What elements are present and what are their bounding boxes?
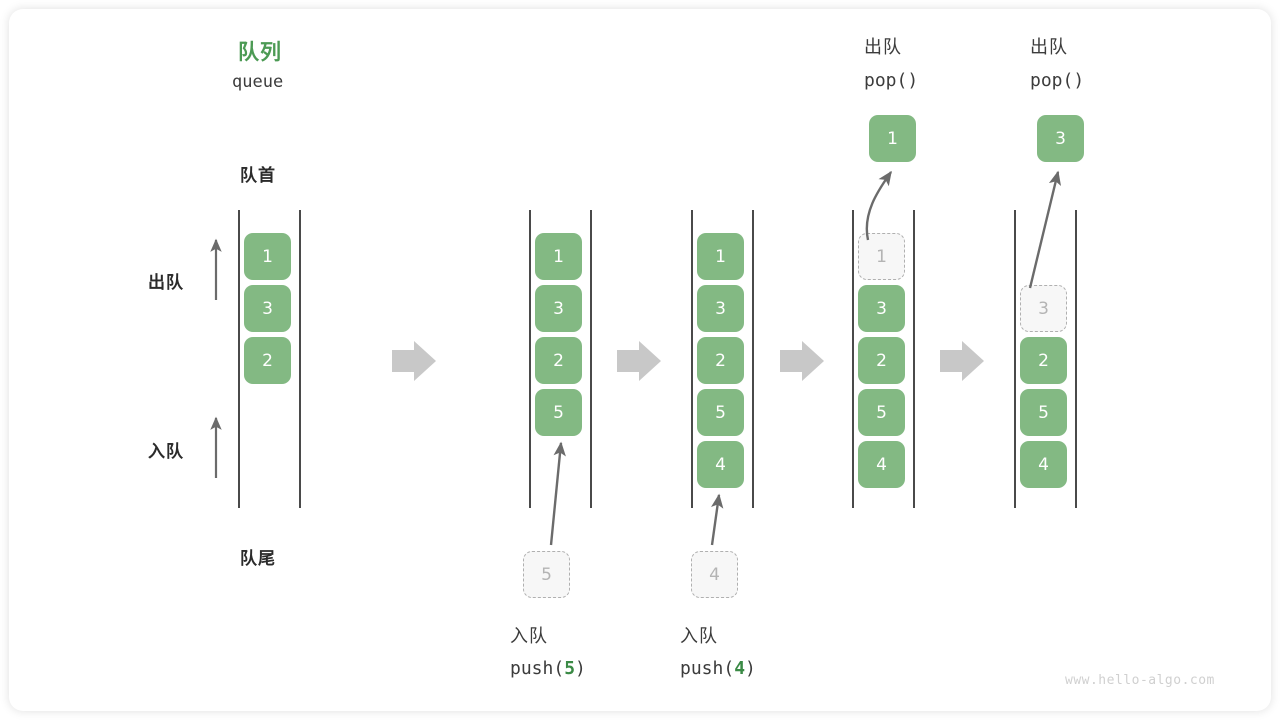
queue4-rail-right <box>913 210 915 508</box>
queue-tail-label: 队尾 <box>240 549 276 569</box>
watermark: www.hello-algo.com <box>1065 673 1215 688</box>
figure-title-cn: 队列 <box>238 40 282 64</box>
queue1-cell-0: 1 <box>244 233 291 280</box>
step2-op-code: push(5) <box>510 658 586 679</box>
step5-op-label-cn: 出队 <box>1030 37 1068 58</box>
step5-outgoing-cell: 3 <box>1037 115 1084 162</box>
step3-op-code: push(4) <box>680 658 756 679</box>
step2-op-code-arg: 5 <box>564 658 576 679</box>
queue2-rail-right <box>590 210 592 508</box>
queue1-cell-1: 3 <box>244 285 291 332</box>
queue4-cell-1: 3 <box>858 285 905 332</box>
step3-op-code-arg: 4 <box>734 658 746 679</box>
queue5-cell-3: 4 <box>1020 441 1067 488</box>
step3-incoming-cell: 4 <box>691 551 738 598</box>
queue5-cell-1: 2 <box>1020 337 1067 384</box>
step2-op-label-cn: 入队 <box>510 626 548 647</box>
step3-op-code-suffix: ) <box>745 658 756 679</box>
enqueue-side-label: 入队 <box>148 442 184 462</box>
step3-op-code-prefix: push( <box>680 658 735 679</box>
queue4-cell-0-removed: 1 <box>858 233 905 280</box>
dequeue-side-label: 出队 <box>148 273 184 293</box>
queue1-rail-left <box>238 210 240 508</box>
step5-op-code: pop() <box>1030 70 1085 91</box>
queue3-cell-4: 4 <box>697 441 744 488</box>
queue3-rail-right <box>752 210 754 508</box>
step4-op-label-cn: 出队 <box>864 37 902 58</box>
figure-title-en: queue <box>232 72 284 92</box>
step4-op-code: pop() <box>864 70 919 91</box>
queue-head-label: 队首 <box>240 166 276 186</box>
queue4-cell-3: 5 <box>858 389 905 436</box>
queue3-cell-0: 1 <box>697 233 744 280</box>
step4-outgoing-cell: 1 <box>869 115 916 162</box>
queue5-cell-2: 5 <box>1020 389 1067 436</box>
queue4-cell-2: 2 <box>858 337 905 384</box>
queue5-cell-0-removed: 3 <box>1020 285 1067 332</box>
queue5-rail-right <box>1075 210 1077 508</box>
step2-incoming-cell: 5 <box>523 551 570 598</box>
step3-op-label-cn: 入队 <box>680 626 718 647</box>
queue3-rail-left <box>691 210 693 508</box>
queue5-rail-left <box>1014 210 1016 508</box>
queue3-cell-3: 5 <box>697 389 744 436</box>
queue3-cell-2: 2 <box>697 337 744 384</box>
queue2-rail-left <box>529 210 531 508</box>
queue1-rail-right <box>299 210 301 508</box>
step2-op-code-suffix: ) <box>575 658 586 679</box>
queue2-cell-2: 2 <box>535 337 582 384</box>
queue4-rail-left <box>852 210 854 508</box>
queue4-cell-4: 4 <box>858 441 905 488</box>
queue3-cell-1: 3 <box>697 285 744 332</box>
queue2-cell-3: 5 <box>535 389 582 436</box>
queue2-cell-0: 1 <box>535 233 582 280</box>
step2-op-code-prefix: push( <box>510 658 565 679</box>
figure-card <box>9 9 1271 711</box>
queue1-cell-2: 2 <box>244 337 291 384</box>
queue2-cell-1: 3 <box>535 285 582 332</box>
